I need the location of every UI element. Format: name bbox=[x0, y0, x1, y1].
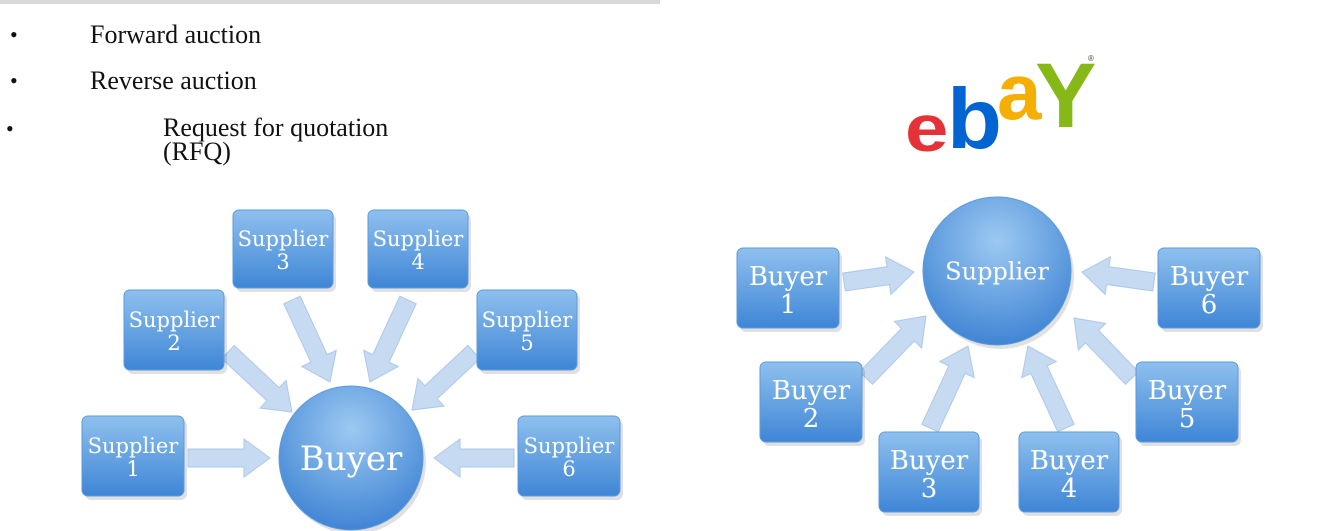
node-label-line2: 4 bbox=[411, 250, 424, 274]
node-label-line1: Supplier bbox=[373, 227, 465, 251]
arrow-supplier-1 bbox=[187, 438, 271, 478]
node-label-line2: 3 bbox=[921, 474, 938, 504]
box-shape bbox=[1135, 361, 1239, 443]
box-shape bbox=[878, 431, 980, 513]
registered-mark: ® bbox=[1088, 54, 1094, 63]
arrow-supplier-3 bbox=[283, 295, 337, 383]
box-shape bbox=[736, 247, 840, 329]
arrow-buyer-2 bbox=[858, 315, 927, 386]
ebay-logo: e b a Y ® bbox=[905, 45, 1105, 167]
arrow-buyer-6 bbox=[1081, 255, 1156, 296]
bullet-icon: • bbox=[10, 68, 18, 93]
node-label-line1: Supplier bbox=[88, 434, 180, 458]
box-shape bbox=[367, 209, 469, 289]
node-label-line1: Buyer bbox=[749, 262, 828, 292]
node-label-line1: Supplier bbox=[129, 308, 221, 332]
arrow-supplier-4 bbox=[363, 295, 417, 383]
logo-letter-y: Y bbox=[1035, 45, 1096, 147]
node-label-line1: Buyer bbox=[890, 446, 969, 476]
node-label-line2: 1 bbox=[780, 290, 797, 320]
arrow-supplier-2 bbox=[221, 344, 293, 413]
supplier-circle: Supplier bbox=[922, 196, 1074, 349]
arrow-buyer-3 bbox=[921, 345, 975, 433]
center-label: Buyer bbox=[300, 439, 403, 479]
node-label-line1: Supplier bbox=[482, 308, 574, 332]
arrow-buyer-4 bbox=[1021, 345, 1075, 433]
node-label-line1: Buyer bbox=[1030, 446, 1109, 476]
node-label-line2: 2 bbox=[167, 331, 180, 355]
node-label-line2: 6 bbox=[562, 457, 575, 481]
top-divider bbox=[0, 0, 660, 4]
bullet-icon: • bbox=[6, 116, 14, 141]
box-shape bbox=[759, 361, 863, 443]
box-shape bbox=[232, 209, 334, 289]
node-label-line1: Buyer bbox=[1148, 376, 1227, 406]
box-shape bbox=[1157, 247, 1261, 329]
node-layer: BuyerSupplier1Supplier2Supplier3Supplier… bbox=[81, 196, 1263, 531]
box-shape bbox=[81, 415, 185, 497]
node-label-line2: 4 bbox=[1061, 474, 1078, 504]
box-shape bbox=[123, 289, 225, 371]
node-label-line1: Buyer bbox=[1170, 262, 1249, 292]
arrow-supplier-5 bbox=[411, 344, 481, 411]
node-label-line2: 1 bbox=[126, 457, 139, 481]
node-label-line2: 3 bbox=[276, 250, 289, 274]
bullet-text: Forward auction bbox=[90, 20, 262, 49]
circle-shape bbox=[922, 196, 1072, 346]
center-label: Supplier bbox=[945, 257, 1049, 285]
node-label-line1: Buyer bbox=[772, 376, 851, 406]
arrow-supplier-6 bbox=[433, 438, 515, 478]
buyer-circle: Buyer bbox=[278, 385, 426, 531]
arrow-buyer-1 bbox=[842, 255, 915, 296]
bullet-text: Reverse auction bbox=[90, 66, 257, 95]
node-label-line2: 5 bbox=[1179, 404, 1196, 434]
bullet-icon: • bbox=[10, 22, 18, 47]
arrow-layer bbox=[187, 255, 1156, 478]
box-shape bbox=[1018, 431, 1120, 513]
box-shape bbox=[517, 415, 621, 497]
node-label-line2: 5 bbox=[520, 331, 533, 355]
node-label-line1: Supplier bbox=[524, 434, 616, 458]
circle-shape bbox=[278, 385, 424, 531]
node-label-line2: 6 bbox=[1201, 290, 1218, 320]
bullet-text: Request for quotation (RFQ) bbox=[163, 113, 389, 166]
arrow-buyer-5 bbox=[1073, 317, 1140, 386]
auction-type-list: • Forward auction • Reverse auction • Re… bbox=[0, 0, 660, 190]
box-shape bbox=[476, 289, 578, 371]
node-label-line1: Supplier bbox=[238, 227, 330, 251]
node-label-line2: 2 bbox=[803, 404, 820, 434]
